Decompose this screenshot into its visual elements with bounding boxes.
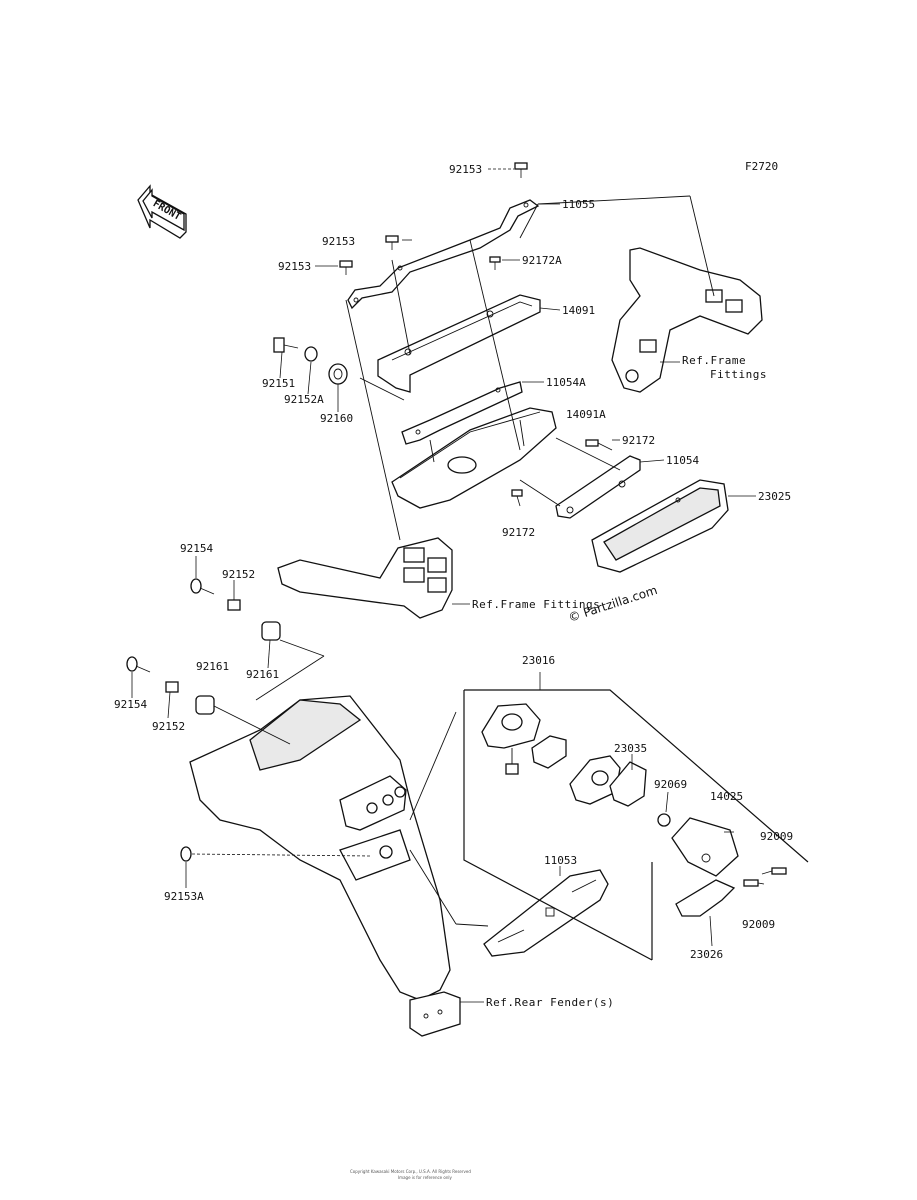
frame-fitting-lower — [277, 537, 453, 619]
ref-frame-fittings-upper-2: Fittings — [710, 368, 767, 381]
screw-92172-a — [585, 439, 613, 451]
label-23035: 23035 — [614, 742, 647, 755]
screw-92009-b — [743, 879, 765, 887]
label-92152-b: 92152 — [152, 720, 185, 733]
ref-rear-fender: Ref.Rear Fender(s) — [486, 996, 614, 1009]
cover-14091 — [377, 294, 541, 393]
screw-92153-b — [339, 260, 353, 275]
grommet-92161-b — [195, 695, 215, 715]
label-14091: 14091 — [562, 304, 595, 317]
screw-92009-a — [761, 867, 787, 875]
bracket-11054A — [401, 381, 523, 445]
label-23016: 23016 — [522, 654, 555, 667]
label-11054: 11054 — [666, 454, 699, 467]
label-92172A: 92172A — [522, 254, 562, 267]
label-92160: 92160 — [320, 412, 353, 425]
label-92151: 92151 — [262, 377, 295, 390]
grommet-92160 — [328, 363, 348, 385]
label-23026: 23026 — [690, 948, 723, 961]
label-23025: 23025 — [758, 490, 791, 503]
screw-92153-a — [385, 235, 399, 250]
bracket-11055 — [347, 199, 540, 310]
label-92153-top: 92153 — [449, 163, 482, 176]
front-arrow-icon: FRONT — [137, 184, 187, 239]
gasket-23026 — [675, 879, 736, 917]
label-92069: 92069 — [654, 778, 687, 791]
ref-frame-fittings-upper-1: Ref.Frame — [682, 354, 746, 367]
label-92009-a: 92009 — [760, 830, 793, 843]
lens-14025 — [671, 817, 739, 877]
bracket-11053 — [483, 869, 609, 957]
bolt-92153A — [180, 846, 371, 862]
label-92154-a: 92154 — [180, 542, 213, 555]
screw-92172-b — [511, 489, 523, 507]
footer-line-2: Image is for reference only — [398, 1175, 453, 1180]
frame-fitting-upper — [611, 247, 763, 393]
collar-92152-b — [165, 681, 179, 693]
label-92172-b: 92172 — [502, 526, 535, 539]
leader-lines — [131, 168, 756, 1003]
collar-92152-a — [227, 599, 241, 611]
taillight-23025 — [591, 479, 729, 573]
bracket-11054 — [555, 455, 641, 519]
bulb-socket — [531, 735, 567, 769]
socket-housing — [481, 703, 541, 775]
bolt-92154-b — [126, 656, 151, 673]
label-92152-a: 92152 — [222, 568, 255, 581]
bolt-92151 — [273, 337, 299, 353]
label-14025: 14025 — [710, 790, 743, 803]
screw-92069 — [657, 813, 671, 827]
footer-line-1: Copyright Kawasaki Motors Corp., U.S.A. … — [350, 1169, 471, 1174]
bolt-92154-a — [190, 578, 215, 595]
screw-92153-top — [514, 162, 528, 178]
tray-14091A — [391, 407, 557, 509]
grommet-92161-a — [261, 621, 281, 641]
label-14091A: 14091A — [566, 408, 606, 421]
label-92153-b: 92153 — [278, 260, 311, 273]
label-92161-a: 92161 — [196, 660, 229, 673]
label-92152A: 92152A — [284, 393, 324, 406]
label-11055: 11055 — [562, 198, 595, 211]
label-92009-b: 92009 — [742, 918, 775, 931]
label-92161-b: 92161 — [246, 668, 279, 681]
collar-92152A — [304, 346, 318, 362]
label-11054A: 11054A — [546, 376, 586, 389]
figure-code: F2720 — [745, 160, 778, 173]
bulb-23035 — [609, 761, 647, 807]
label-11053: 11053 — [544, 854, 577, 867]
label-92153-a: 92153 — [322, 235, 355, 248]
label-92153A: 92153A — [164, 890, 204, 903]
assembly-frame-23016 — [463, 672, 809, 961]
label-92154-b: 92154 — [114, 698, 147, 711]
label-92172-a: 92172 — [622, 434, 655, 447]
screw-92172A — [489, 256, 501, 270]
ref-frame-fittings-lower: Ref.Frame Fittings — [472, 598, 600, 611]
rear-fender — [189, 695, 461, 1037]
